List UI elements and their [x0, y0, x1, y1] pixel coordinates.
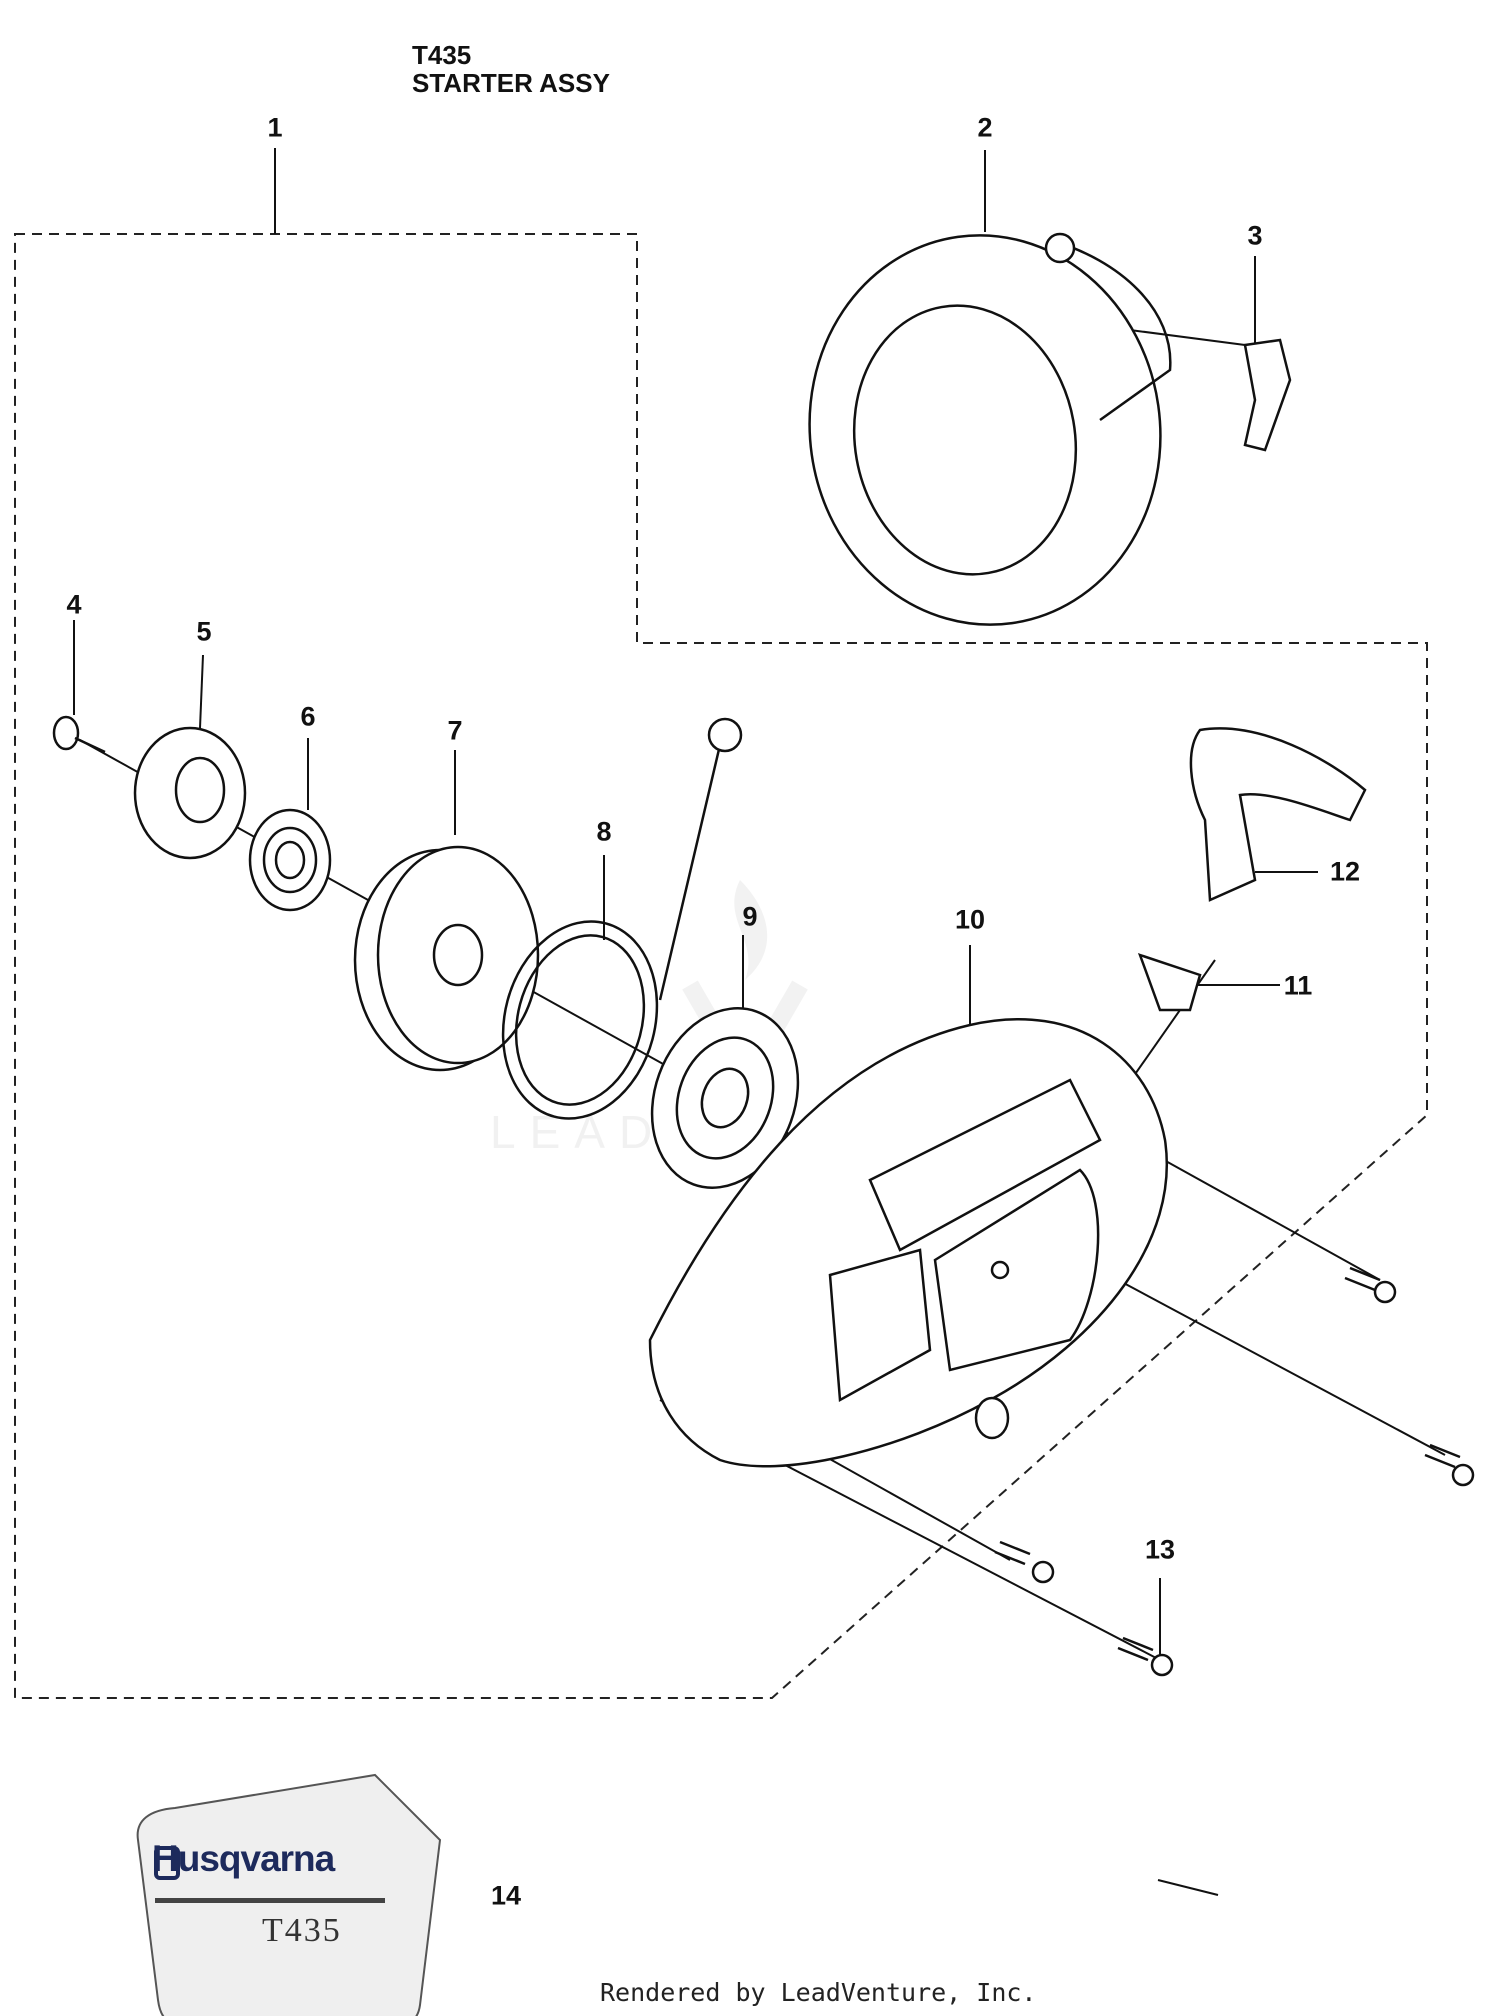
decal-model-name: T435 — [262, 1912, 342, 1949]
model-decal — [136, 1773, 442, 2016]
callout-4: 4 — [66, 589, 82, 620]
callout-13: 13 — [1144, 1534, 1176, 1565]
callout-5: 5 — [196, 616, 212, 647]
render-credit: Rendered by LeadVenture, Inc. — [600, 1978, 1037, 2007]
callout-8: 8 — [596, 816, 612, 847]
starter-cover — [808, 232, 1172, 626]
starter-handle — [1189, 727, 1367, 902]
recoil-spring-small — [248, 808, 332, 912]
rope-guide-eyelet — [1137, 952, 1202, 1012]
starter-housing — [648, 1018, 1168, 1468]
callout-2: 2 — [977, 112, 993, 143]
center-bolt — [52, 715, 106, 754]
cover-clip — [1243, 338, 1292, 452]
pulley-hub — [133, 726, 247, 860]
assembly-boundary-dashed — [14, 233, 1428, 1699]
rope-pulley — [353, 845, 540, 1072]
callout-7: 7 — [447, 715, 463, 746]
diagram-model-title: T435 — [412, 40, 472, 70]
callout-3: 3 — [1247, 220, 1263, 251]
decal-brand-name: Husqvarna — [152, 1838, 335, 1879]
callout-10: 10 — [954, 904, 986, 935]
callout-11: 11 — [1283, 970, 1313, 1001]
callout-12: 12 — [1329, 856, 1361, 887]
callout-14: 14 — [490, 1880, 522, 1911]
housing-screws — [994, 1266, 1475, 1677]
recoil-spring-loop — [501, 717, 743, 1120]
spiral-spring — [650, 1007, 800, 1189]
diagram-assembly-title: STARTER ASSY — [412, 68, 610, 98]
callout-1: 1 — [267, 112, 283, 143]
callout-9: 9 — [742, 901, 758, 932]
callout-6: 6 — [300, 701, 316, 732]
